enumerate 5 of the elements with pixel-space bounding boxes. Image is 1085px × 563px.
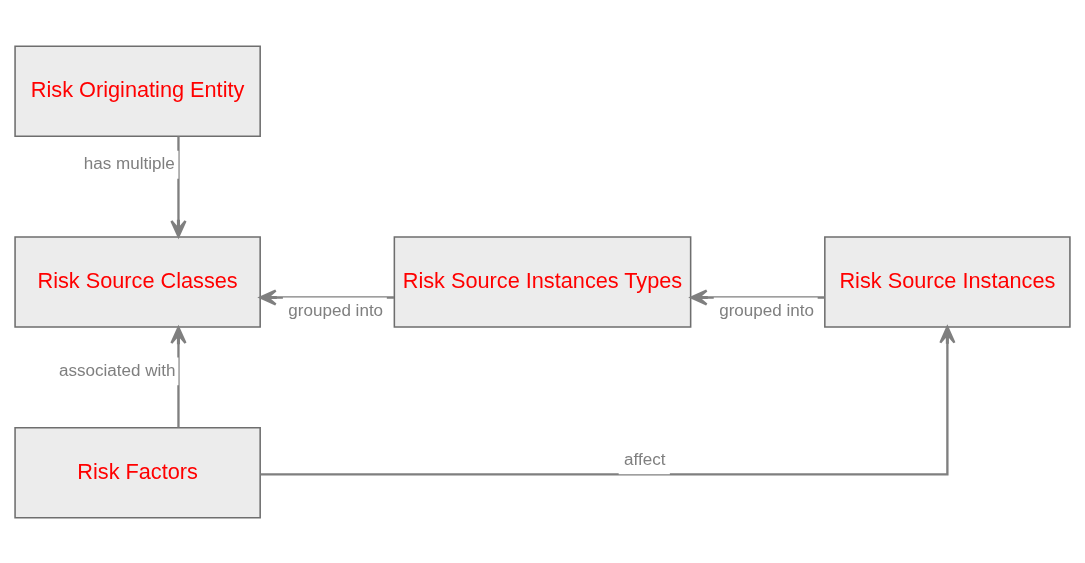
edge-label: has multiple [83, 153, 175, 173]
edge-label: grouped into [288, 300, 384, 320]
edge-label: affect [624, 449, 666, 469]
edge-label: associated with [59, 360, 176, 380]
edge-label: grouped into [719, 300, 814, 320]
